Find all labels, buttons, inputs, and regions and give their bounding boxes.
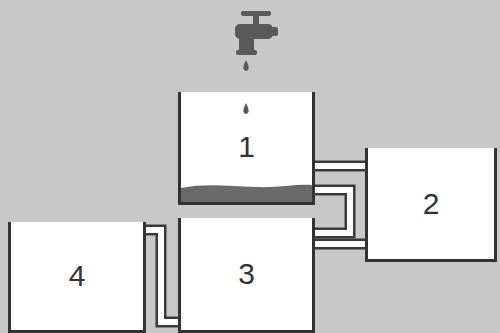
tank-interior <box>178 218 315 333</box>
water <box>181 185 312 202</box>
tap-spout <box>239 36 254 52</box>
tank-number: 2 <box>423 189 440 219</box>
tank-number: 4 <box>69 261 86 291</box>
tap-stem <box>253 15 259 25</box>
tank-number: 3 <box>238 259 255 289</box>
pipe-wall <box>315 161 365 172</box>
water-drop <box>243 103 248 114</box>
tank-interior <box>365 148 497 262</box>
tank: 1 <box>178 92 315 205</box>
pipe <box>146 230 178 322</box>
pipe <box>315 190 350 233</box>
tap-mouth <box>236 50 257 55</box>
pipe-wall <box>315 239 365 250</box>
tank-interiors <box>8 92 497 333</box>
pipe <box>315 244 365 245</box>
pipe-bore <box>315 241 365 247</box>
tank-interior <box>8 222 146 333</box>
pipe-wall <box>146 230 178 322</box>
tank: 3 <box>178 218 315 333</box>
pipe-bore <box>315 190 350 233</box>
pipe-bore <box>146 230 178 322</box>
water-drop <box>243 60 248 71</box>
tap-inlet <box>268 27 278 36</box>
tank: 2 <box>365 148 497 262</box>
pipe-bore <box>315 163 365 169</box>
pipe <box>315 166 365 167</box>
tap-icon <box>235 11 278 114</box>
tank-interior <box>178 92 315 205</box>
tank: 4 <box>8 222 146 333</box>
tank-number: 1 <box>238 132 255 162</box>
pipe-wall <box>315 190 350 233</box>
